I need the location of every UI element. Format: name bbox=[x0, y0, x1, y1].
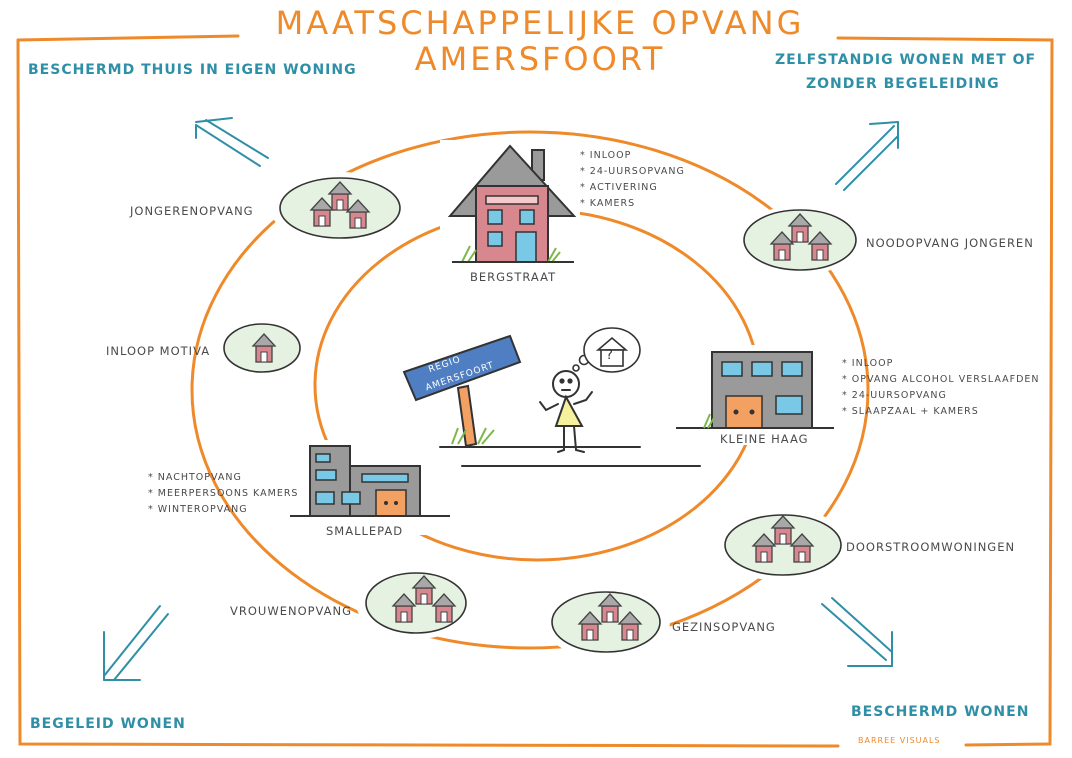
smallepad-building bbox=[290, 445, 450, 517]
thought-bubble bbox=[572, 327, 641, 373]
list-item: ACTIVERING bbox=[580, 180, 685, 196]
node-vrouwenopvang bbox=[365, 572, 467, 634]
list-item: KAMERS bbox=[580, 196, 685, 212]
arrow-top-left-icon bbox=[195, 117, 269, 167]
kleine-haag-services: INLOOP OPVANG ALCOHOL VERSLAAFDEN 24-UUR… bbox=[842, 356, 1040, 420]
list-item: MEERPERSOONS KAMERS bbox=[148, 486, 298, 502]
kleine-haag-building bbox=[676, 351, 834, 429]
node-noodopvang bbox=[743, 209, 857, 271]
corner-top-right-2: ZONDER BEGELEIDING bbox=[806, 76, 1000, 92]
corner-bottom-left: BEGELEID WONEN bbox=[30, 716, 186, 732]
list-item: OPVANG ALCOHOL VERSLAAFDEN bbox=[842, 372, 1040, 388]
node-inloop-motiva bbox=[223, 323, 301, 373]
list-item: 24-UURSOPVANG bbox=[842, 388, 1040, 404]
ground-line bbox=[439, 446, 701, 467]
signature: BARREE VISUALS bbox=[858, 736, 941, 745]
arrow-top-right-icon bbox=[835, 121, 899, 191]
node-doorstroom bbox=[724, 514, 842, 576]
label-smallepad: SMALLEPAD bbox=[326, 524, 404, 538]
smallepad-services: NACHTOPVANG MEERPERSOONS KAMERS WINTEROP… bbox=[148, 470, 298, 518]
label-bergstraat: BERGSTRAAT bbox=[470, 270, 557, 284]
title-line-2: AMERSFOORT bbox=[414, 40, 666, 78]
thought-question-mark: ? bbox=[606, 348, 614, 363]
label-kleine-haag: KLEINE HAAG bbox=[720, 432, 809, 446]
node-gezinsopvang bbox=[551, 591, 661, 653]
list-item: 24-UURSOPVANG bbox=[580, 164, 685, 180]
list-item: SLAAPZAAL + KAMERS bbox=[842, 404, 1040, 420]
list-item: INLOOP bbox=[580, 148, 685, 164]
label-noodopvang-jongeren: NOODOPVANG JONGEREN bbox=[866, 236, 1034, 250]
corner-bottom-right: BESCHERMD WONEN bbox=[851, 704, 1030, 720]
regio-signpost bbox=[402, 334, 522, 448]
corner-top-left: BESCHERMD THUIS IN EIGEN WONING bbox=[28, 62, 357, 78]
label-vrouwenopvang: VROUWENOPVANG bbox=[230, 604, 353, 618]
stick-figure bbox=[539, 370, 593, 453]
label-jongerenopvang: JONGERENOPVANG bbox=[130, 204, 254, 218]
bergstraat-services: INLOOP 24-UURSOPVANG ACTIVERING KAMERS bbox=[580, 148, 685, 212]
list-item: WINTEROPVANG bbox=[148, 502, 298, 518]
arrow-bottom-left-icon bbox=[103, 605, 169, 681]
node-jongerenopvang bbox=[279, 177, 401, 239]
list-item: INLOOP bbox=[842, 356, 1040, 372]
label-inloop-motiva: INLOOP MOTIVA bbox=[106, 344, 211, 358]
label-gezinsopvang: GEZINSOPVANG bbox=[672, 620, 776, 634]
arrow-bottom-right-icon bbox=[821, 597, 893, 667]
title-line-1: MAATSCHAPPELIJKE OPVANG bbox=[275, 4, 805, 42]
outer-frame bbox=[16, 34, 1054, 748]
label-doorstroomwoningen: DOORSTROOMWONINGEN bbox=[846, 540, 1016, 554]
list-item: NACHTOPVANG bbox=[148, 470, 298, 486]
corner-top-right-1: ZELFSTANDIG WONEN MET OF bbox=[775, 52, 1037, 68]
bergstraat-house bbox=[447, 144, 577, 263]
